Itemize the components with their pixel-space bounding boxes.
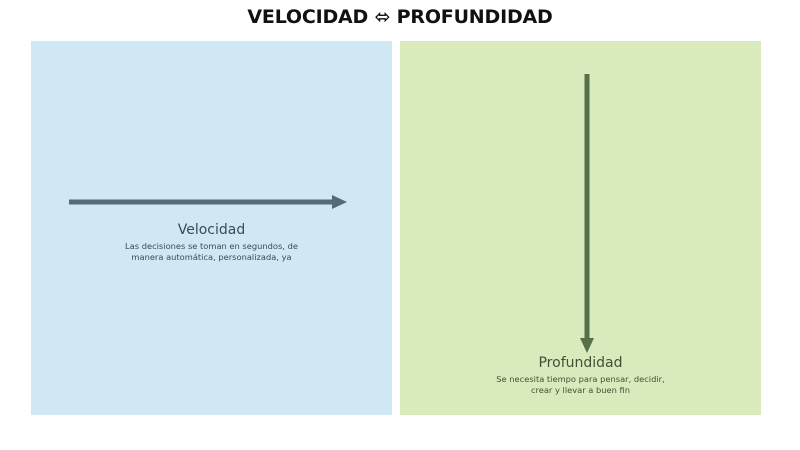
velocidad-heading: Velocidad: [177, 222, 246, 238]
horizontal-arrow-icon: [69, 195, 347, 209]
profundidad-caption: Profundidad Se necesita tiempo para pens…: [400, 355, 761, 395]
vertical-arrow-icon: [580, 74, 594, 353]
velocidad-description: Las decisiones se toman en segundos, de …: [125, 241, 298, 262]
profundidad-heading: Profundidad: [538, 355, 623, 371]
diagram-title: VELOCIDAD ⬄ PROFUNDIDAD: [247, 6, 553, 28]
profundidad-panel: Profundidad Se necesita tiempo para pens…: [400, 41, 761, 415]
velocidad-panel: Velocidad Las decisiones se toman en seg…: [31, 41, 392, 415]
profundidad-description: Se necesita tiempo para pensar, decidir,…: [496, 374, 665, 395]
velocidad-caption: Velocidad Las decisiones se toman en seg…: [31, 222, 392, 262]
